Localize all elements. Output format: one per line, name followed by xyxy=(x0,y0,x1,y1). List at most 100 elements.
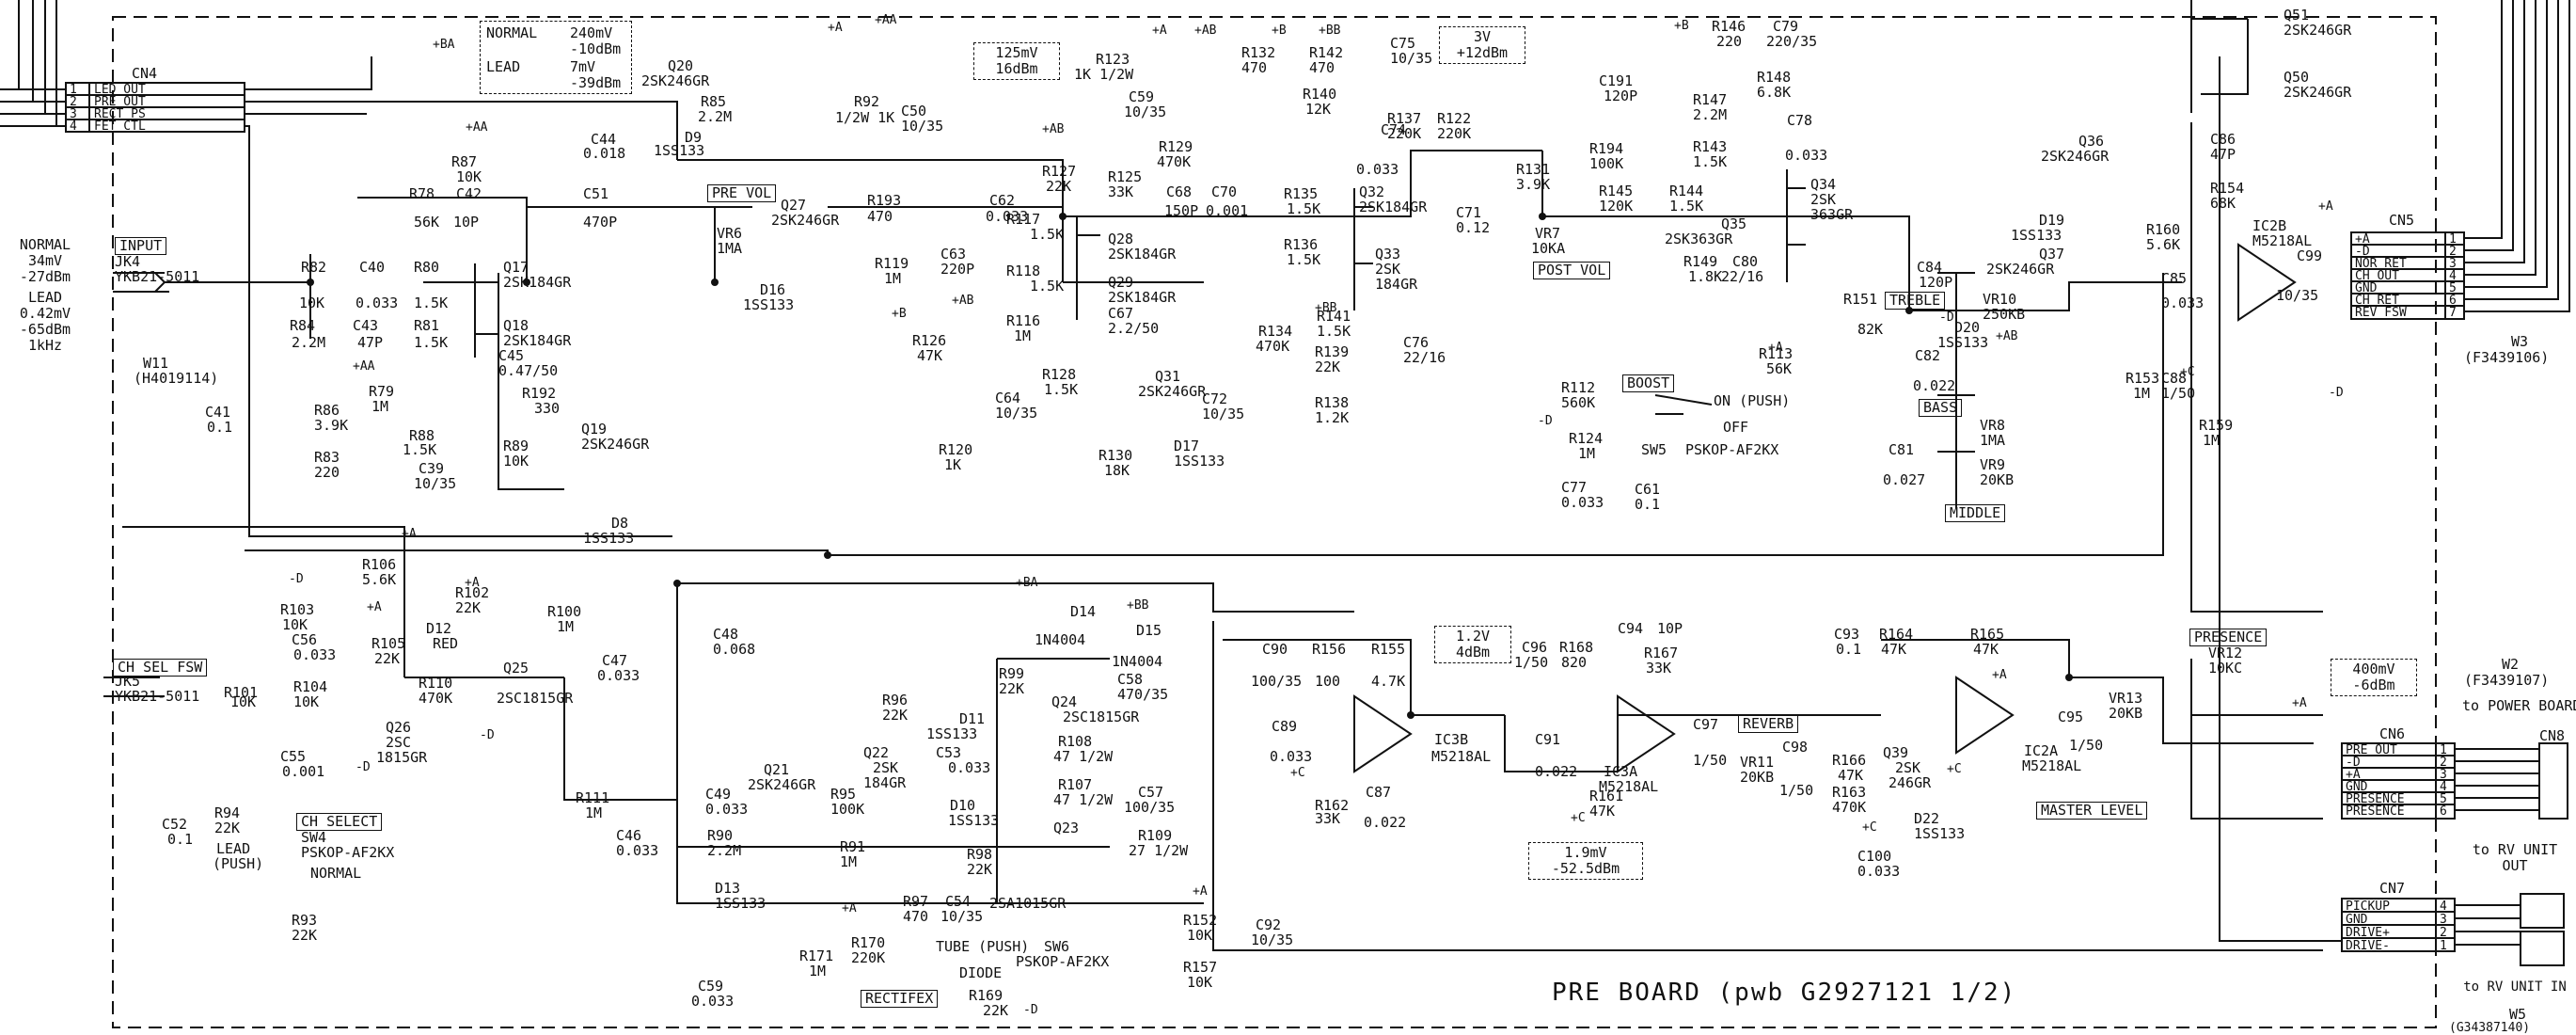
level-db: -52.5dBm xyxy=(1551,860,1620,877)
power-rail-marker: -D xyxy=(2329,386,2344,400)
component-label-r80: R80 xyxy=(414,259,440,276)
component-label-r170: R170 xyxy=(851,934,886,951)
component-label-d22v: 1SS133 xyxy=(1914,825,1966,842)
component-label-r125: R125 xyxy=(1108,168,1143,185)
component-label-c75: C75 xyxy=(1390,35,1416,52)
component-label-c92v: 10/35 xyxy=(1251,932,1294,948)
component-label-r131v: 3.9K xyxy=(1516,176,1551,193)
cn7-pin-label: DRIVE- xyxy=(2346,939,2390,953)
presence-label: PRESENCE xyxy=(2189,629,2268,646)
component-label-c91v: 0.022 xyxy=(1535,763,1578,780)
component-label-c79: C79 xyxy=(1773,18,1799,35)
component-label-r122: R122 xyxy=(1437,110,1472,127)
to-rv-unit-in: to RV UNIT IN xyxy=(2463,979,2567,995)
component-label-q33p2: 184GR xyxy=(1375,276,1418,293)
input-lead-voltage: 0.42mV xyxy=(19,305,71,322)
component-label-r126: R126 xyxy=(912,332,947,349)
cn6-name: CN6 xyxy=(2379,725,2406,742)
component-label-r100v: 1M xyxy=(557,618,575,635)
component-label-r142v: 470 xyxy=(1309,59,1335,76)
power-rail-marker: +C xyxy=(1571,811,1586,825)
power-rail-marker: +AB xyxy=(1042,122,1065,136)
component-label-r124: R124 xyxy=(1569,430,1604,447)
component-label-r159: R159 xyxy=(2199,417,2234,434)
to-power-board: to POWER BOARD xyxy=(2462,697,2576,714)
component-label-q24p: 2SC1815GR xyxy=(1063,709,1140,725)
level-db: 4dBm xyxy=(1455,644,1491,661)
component-label-c45v: 0.47/50 xyxy=(498,362,559,379)
component-label-r95v: 100K xyxy=(830,801,865,818)
cn5-pin-num: 7 xyxy=(2449,306,2457,320)
component-label-r165v: 47K xyxy=(1973,641,1999,658)
component-label-r192v: 330 xyxy=(534,400,561,417)
ic3a-symbol xyxy=(1617,694,1676,773)
component-label-c100: C100 xyxy=(1857,848,1892,865)
component-label-r130: R130 xyxy=(1098,447,1133,464)
bus-prevol xyxy=(527,206,752,282)
component-label-r159v: 1M xyxy=(2203,432,2220,449)
component-label-r155v: 4.7K xyxy=(1371,673,1406,690)
board-outline xyxy=(112,16,2437,1028)
component-label-r87v: 10K xyxy=(456,168,482,185)
power-rail-marker: +AB xyxy=(952,294,974,308)
component-label-vr6: VR6 xyxy=(717,225,743,242)
component-label-r118v: 1.5K xyxy=(1030,278,1065,295)
to-rv-unit-out: to RV UNIT OUT xyxy=(2472,841,2558,874)
rv-out-plug xyxy=(2520,893,2565,929)
component-label-r168: R168 xyxy=(1559,639,1594,656)
component-label-c76: C76 xyxy=(1403,334,1430,351)
component-label-c57: C57 xyxy=(1138,784,1164,801)
component-label-d11v: 1SS133 xyxy=(926,725,978,742)
component-label-r142: R142 xyxy=(1309,44,1344,61)
component-label-c87v: 0.022 xyxy=(1364,814,1407,831)
component-label-r113: R113 xyxy=(1759,345,1794,362)
q32-q33 xyxy=(1353,188,1373,310)
component-label-r134v: 470K xyxy=(1256,338,1290,355)
component-label-r138: R138 xyxy=(1315,394,1350,411)
component-label-r171v: 1M xyxy=(809,963,827,979)
component-label-c64: C64 xyxy=(995,390,1021,406)
component-label-r144v: 1.5K xyxy=(1669,198,1704,215)
cn6-pin-num: 4 xyxy=(2440,780,2447,794)
cn5-name: CN5 xyxy=(2389,212,2415,229)
component-label-r153: R153 xyxy=(2126,370,2160,387)
component-label-q24: Q24 xyxy=(1051,693,1078,710)
component-label-c100v: 0.033 xyxy=(1857,863,1901,880)
component-label-r87: R87 xyxy=(451,153,478,170)
cn6-pin-num: 5 xyxy=(2440,792,2447,806)
component-label-r99v: 22K xyxy=(999,680,1025,697)
component-label-r146: R146 xyxy=(1712,18,1746,35)
component-label-r141: R141 xyxy=(1317,308,1351,325)
component-label-r144: R144 xyxy=(1669,183,1704,199)
power-rail-marker: +A xyxy=(465,576,480,590)
component-label-r194: R194 xyxy=(1589,140,1624,157)
component-label-c49v: 0.033 xyxy=(705,801,749,818)
component-label-r88: R88 xyxy=(409,427,435,444)
cn6-pin-label: +A xyxy=(2346,768,2361,782)
component-label-d22: D22 xyxy=(1914,810,1940,827)
q50-q51-wires xyxy=(2190,0,2249,113)
component-label-r137: R137 xyxy=(1387,110,1422,127)
w2-part: (F3439107) xyxy=(2464,672,2550,689)
cn8-name: CN8 xyxy=(2539,727,2566,744)
component-label-d20v: 1SS133 xyxy=(1937,334,1989,351)
component-label-q51p: 2SK246GR xyxy=(2284,22,2352,39)
cn7-name: CN7 xyxy=(2379,880,2406,897)
junction-dot xyxy=(523,279,530,286)
component-label-r164: R164 xyxy=(1879,626,1914,643)
component-label-c97v: 1/50 xyxy=(1693,752,1728,769)
input-lead-db: -65dBm xyxy=(19,321,71,338)
component-label-c58: C58 xyxy=(1117,671,1144,688)
bus-master xyxy=(1881,639,2314,744)
component-label-ic2bp: M5218AL xyxy=(2252,232,2313,249)
component-label-r160: R160 xyxy=(2146,221,2181,238)
component-label-r151v: 82K xyxy=(1857,321,1884,338)
component-label-r91v: 1M xyxy=(840,853,858,870)
component-label-r147: R147 xyxy=(1693,91,1728,108)
component-label-d8: D8 xyxy=(611,515,629,532)
component-label-c89: C89 xyxy=(1272,718,1298,735)
component-label-c62v: 0.033 xyxy=(986,208,1029,225)
jk4-symbol xyxy=(113,272,169,293)
component-label-c84: C84 xyxy=(1917,259,1943,276)
